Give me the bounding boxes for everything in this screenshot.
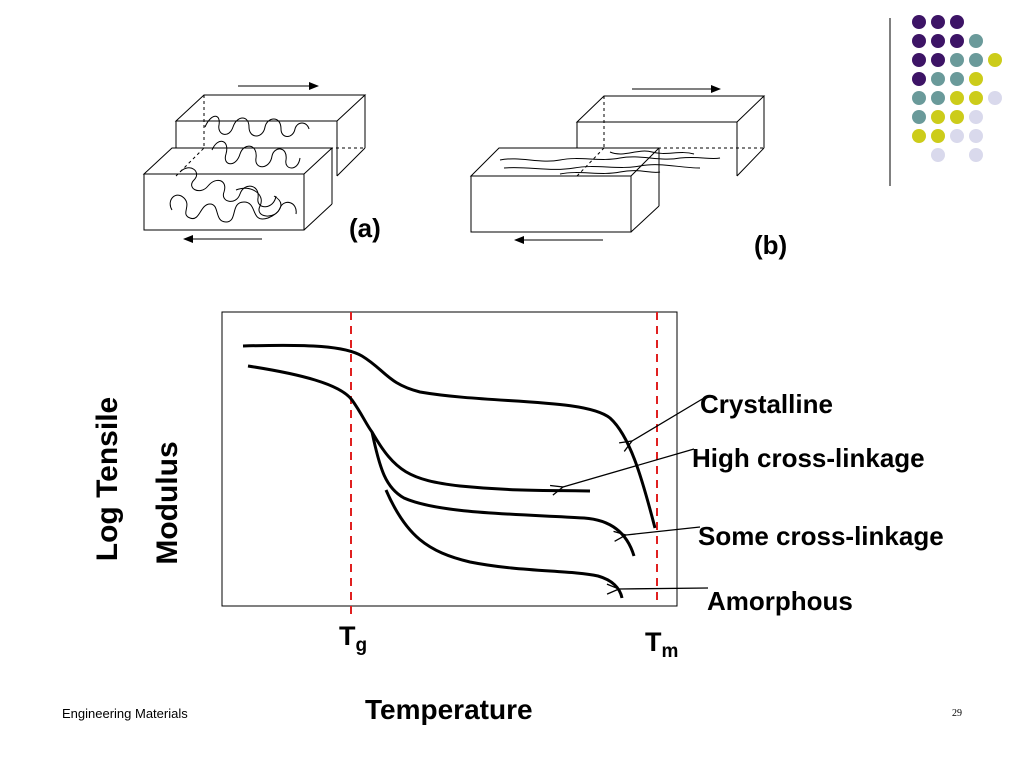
tg-label-sub: g (355, 635, 368, 656)
curve-label-amorphous: Amorphous (707, 586, 853, 616)
figure-b-diagram (469, 85, 766, 244)
decorative-dot (912, 34, 926, 48)
figure-b-label: (b) (754, 230, 788, 260)
decorative-dot (931, 15, 945, 29)
bottom-block-front (143, 173, 305, 231)
figure-a-diagram (142, 82, 367, 243)
decorative-dot (969, 91, 983, 105)
decorative-dot (950, 15, 964, 29)
y-axis-label-line1: Log Tensile (91, 396, 124, 562)
decorative-dot (912, 72, 926, 86)
decorative-dot (931, 53, 945, 67)
polymer-chain (211, 140, 301, 169)
decorative-dot (969, 110, 983, 124)
box-edge (630, 205, 660, 233)
decorative-dot (950, 34, 964, 48)
page-number: 29 (952, 708, 962, 719)
decorative-dot (912, 110, 926, 124)
decorative-dot (950, 129, 964, 143)
curve-amorphous (384, 489, 624, 599)
tg-label-main: T (339, 621, 356, 651)
polymer-chain (169, 194, 282, 223)
decorative-dot (969, 72, 983, 86)
curve-crystalline (242, 343, 657, 529)
figure-a-label: (a) (349, 213, 381, 243)
decorative-dot (931, 91, 945, 105)
decorative-dot (969, 148, 983, 162)
label-arrow-crystalline (632, 397, 705, 441)
decorative-dot (931, 148, 945, 162)
polymer-chain (235, 187, 297, 217)
bottom-block (142, 147, 334, 175)
tg-label: Tg (339, 621, 367, 656)
decorative-dot (931, 110, 945, 124)
box-edge-hidden (576, 147, 605, 177)
bottom-block-front (470, 175, 632, 233)
graph-frame (221, 311, 678, 607)
modulus-temperature-graph (221, 311, 709, 620)
box-edge (736, 147, 765, 177)
decorative-dot (931, 34, 945, 48)
tm-label: Tm (645, 627, 678, 662)
y-axis-label-line2: Modulus (151, 441, 184, 565)
polymer-chain (609, 150, 695, 155)
label-arrow-high-cross-linkage (563, 448, 695, 487)
label-arrow-some-cross-linkage (626, 526, 701, 535)
decorative-dot (969, 53, 983, 67)
decorative-dot (969, 129, 983, 143)
bottom-block (469, 147, 661, 177)
curve-label-crystalline: Crystalline (700, 389, 833, 419)
tm-label-sub: m (661, 641, 679, 662)
decorative-dot-grid (912, 15, 1002, 162)
polymer-chain (559, 170, 661, 175)
decorative-dot (912, 91, 926, 105)
footer-course-title: Engineering Materials (62, 706, 188, 721)
decorative-dot (988, 91, 1002, 105)
polymer-chain (499, 156, 721, 162)
decorative-dot (950, 72, 964, 86)
tm-label-main: T (645, 627, 662, 657)
decorative-dot (931, 72, 945, 86)
decorative-dot (950, 110, 964, 124)
polymer-chain (179, 167, 277, 208)
box-edge (303, 203, 333, 231)
decorative-dot (969, 34, 983, 48)
decorative-dot (950, 91, 964, 105)
top-block (575, 95, 766, 123)
decorative-dot (912, 15, 926, 29)
curve-label-some-cross-linkage: Some cross-linkage (698, 521, 944, 551)
polymer-chain (204, 115, 310, 137)
box-edge (336, 147, 366, 177)
curve-some-cross-linkage (370, 431, 636, 557)
decorative-dot (912, 53, 926, 67)
decorative-dot (950, 53, 964, 67)
polymer-chain (503, 164, 701, 170)
decorative-dot (912, 129, 926, 143)
x-axis-label: Temperature (365, 694, 533, 725)
decorative-dot (988, 53, 1002, 67)
label-arrow-amorphous (619, 588, 709, 589)
curve-label-high-cross-linkage: High cross-linkage (692, 443, 925, 473)
curve-high-cross-linkage (247, 364, 591, 493)
decorative-dot (931, 129, 945, 143)
